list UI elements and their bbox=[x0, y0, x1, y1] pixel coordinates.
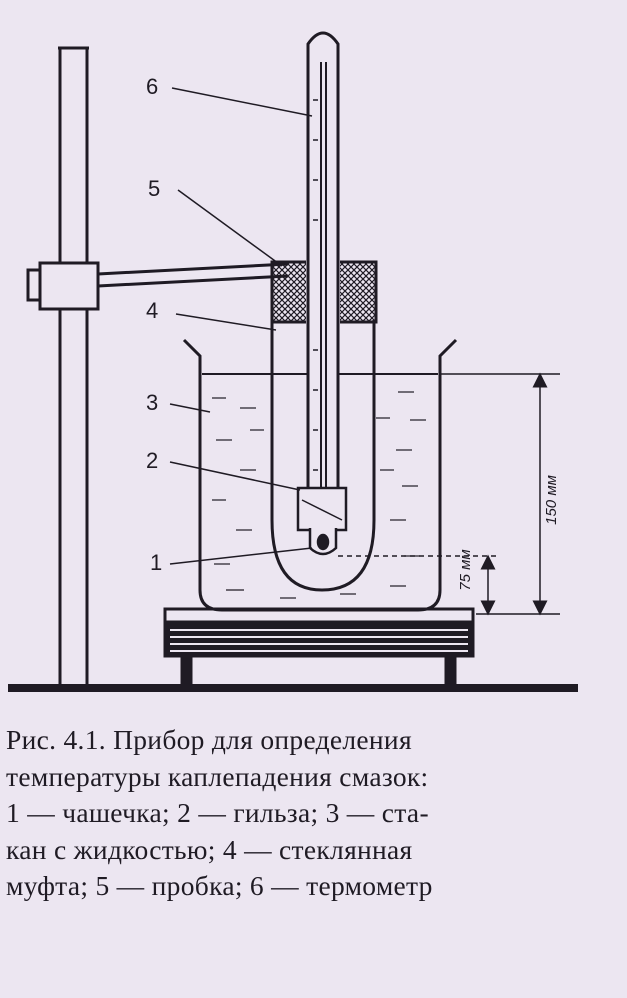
callout-3: 3 bbox=[146, 390, 158, 415]
callout-numbers: 6 5 4 3 2 1 bbox=[146, 74, 162, 575]
caption-line-4: кан с жидкостью; 4 — стеклянная bbox=[6, 833, 413, 865]
caption-line-2: температуры каплепадения смазок: bbox=[6, 760, 429, 792]
gilza bbox=[296, 486, 348, 532]
dimension-lines bbox=[338, 372, 560, 616]
dimension-150mm: 150 мм bbox=[543, 475, 560, 525]
figure-caption: Рис. 4.1. Прибор для определения темпера… bbox=[6, 722, 606, 905]
clamp bbox=[26, 261, 289, 311]
callout-6: 6 bbox=[146, 74, 158, 99]
base-line bbox=[8, 684, 578, 692]
leader-lines bbox=[169, 87, 313, 565]
apparatus-diagram: 6 5 4 3 2 1 150 мм 75 мм bbox=[8, 31, 578, 692]
caption-line-1: Рис. 4.1. Прибор для определения bbox=[6, 724, 412, 755]
dimension-75mm: 75 мм bbox=[457, 549, 474, 590]
thermometer bbox=[306, 31, 340, 530]
callout-2: 2 bbox=[146, 448, 158, 473]
callout-5: 5 bbox=[148, 176, 160, 201]
glass-sleeve bbox=[270, 320, 376, 592]
cup bbox=[308, 528, 338, 556]
caption-line-3: 1 — чашечка; 2 — гильза; 3 — ста- bbox=[6, 797, 429, 828]
hot-plate bbox=[163, 607, 475, 688]
stand-rod bbox=[58, 46, 89, 686]
callout-1: 1 bbox=[150, 550, 162, 575]
callout-4: 4 bbox=[146, 298, 158, 323]
caption-line-5: муфта; 5 — пробка; 6 — термометр bbox=[6, 870, 433, 901]
